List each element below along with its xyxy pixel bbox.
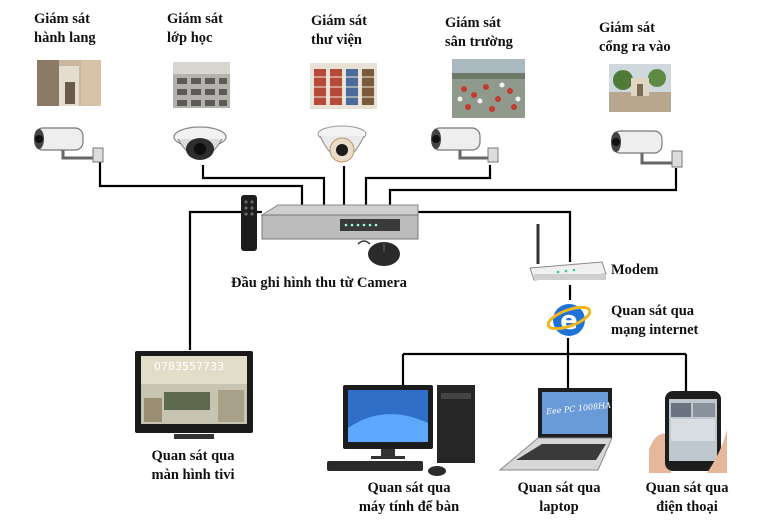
television-icon: 0783557733: [134, 350, 254, 440]
desktop-computer-icon: [325, 383, 485, 477]
classroom-photo: [173, 62, 230, 108]
remote-control-icon: [239, 194, 259, 252]
mouse-icon: [356, 238, 402, 268]
smartphone-icon: [647, 389, 727, 475]
recorder-label: Đầu ghi hình thu từ Camera: [231, 275, 407, 291]
modem-router-icon: [528, 222, 608, 286]
bullet-camera-icon: [610, 125, 686, 171]
dvr-recorder-icon: [260, 203, 420, 241]
gate-photo: [609, 64, 671, 112]
tv-screen-text: 0783557733: [154, 360, 224, 373]
laptop-icon: Eee PC 1008HA: [498, 386, 614, 474]
schoolyard-photo: [452, 59, 525, 118]
bullet-camera-icon: [33, 122, 105, 166]
library-photo: [310, 63, 377, 109]
dome-camera-icon: [172, 123, 228, 169]
bullet-camera-icon: [430, 122, 502, 166]
modem-label: Modem: [611, 262, 659, 278]
corridor-photo: [37, 60, 101, 106]
internet-explorer-icon: e: [547, 298, 591, 340]
dome-camera-ir-icon: [316, 124, 368, 170]
